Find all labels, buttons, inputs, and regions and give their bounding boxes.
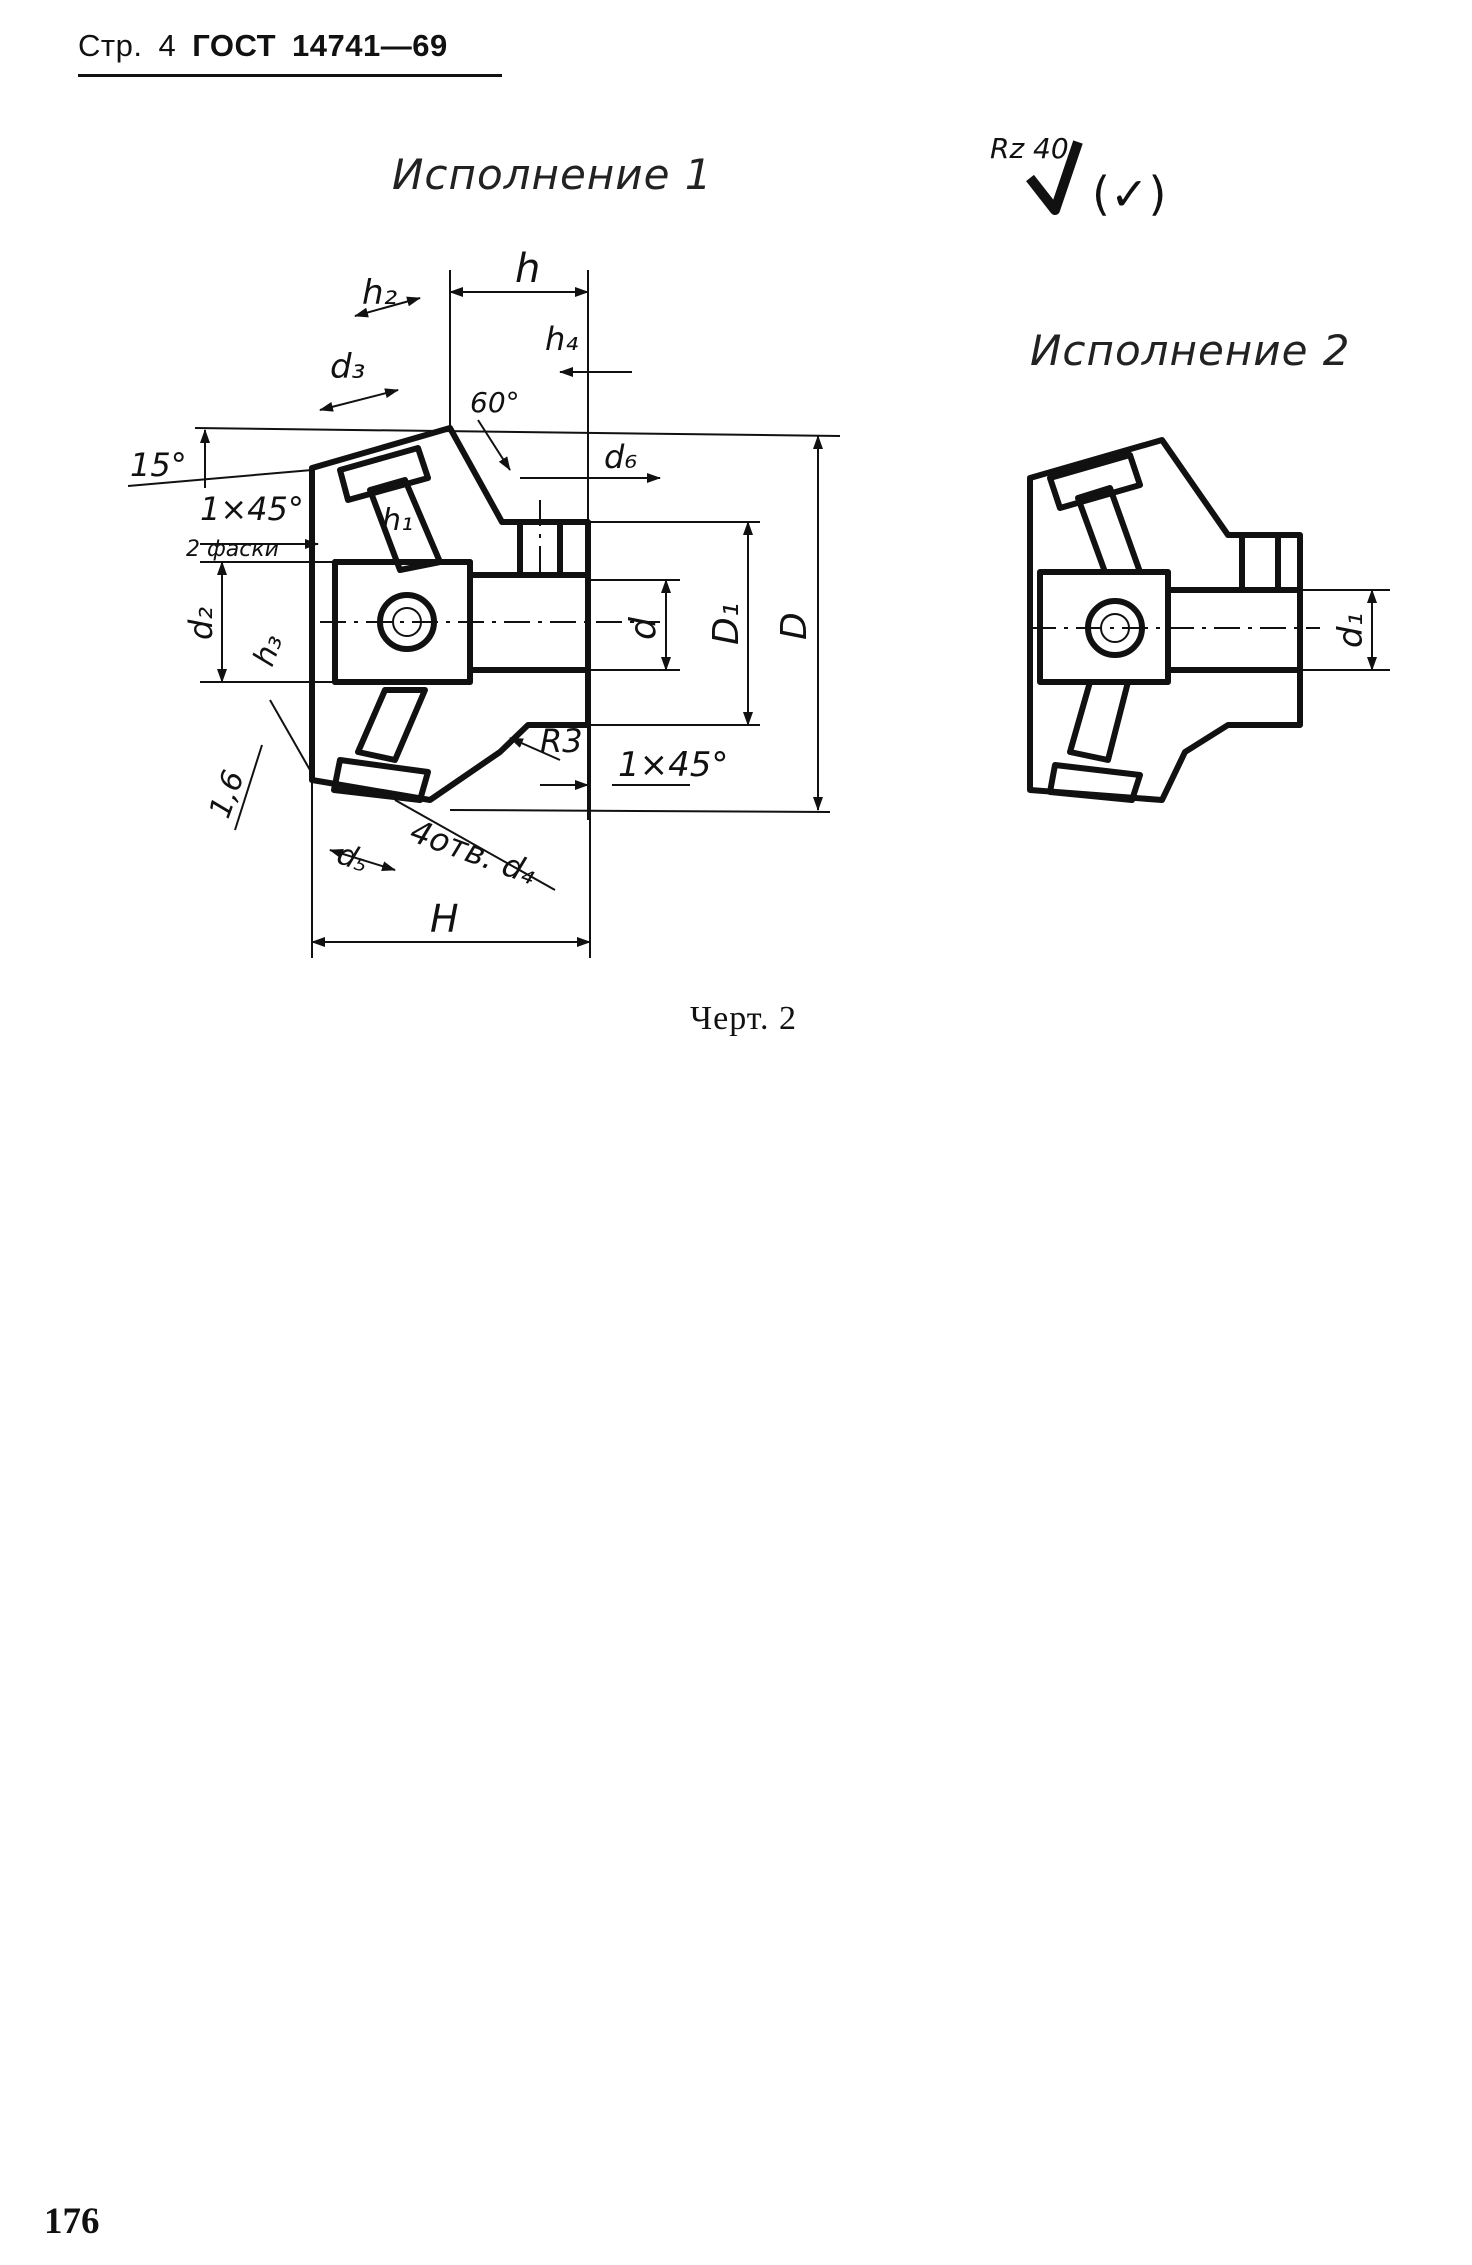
standard-label: ГОСТ: [192, 28, 277, 63]
dim-radius: R3: [540, 722, 583, 760]
lower-plug: [331, 757, 431, 803]
top-hole-2: [1239, 532, 1281, 593]
variant-1-title: Исполнение 1: [392, 150, 713, 199]
dim-holes: 4отв. d₄: [405, 812, 541, 893]
standard-number: 14741—69: [292, 28, 448, 63]
dim-d3: d₃: [330, 347, 365, 387]
dim-h3: h₃: [247, 630, 291, 671]
dim-d2: d₂: [182, 607, 220, 640]
figure-caption: Черт. 2: [690, 1000, 798, 1037]
page-label: Стр.: [78, 28, 143, 63]
variant-1-drawing: h h₂ d₃ h₄ 60° d₆ 15° 1×45° 2 фаски h₁ d…: [127, 246, 841, 958]
roughness-bracket: (✓): [1092, 167, 1166, 221]
lower-inclined-hole-2: [1067, 679, 1131, 763]
roughness-label: Rz 40: [990, 132, 1069, 165]
upper-inclined-hole-2: [1075, 485, 1143, 575]
upper-plug-2: [1047, 452, 1143, 511]
dim-h2: h₂: [362, 273, 398, 313]
page-number: 176: [44, 2201, 100, 2242]
leader-holes: [394, 799, 556, 891]
dim-h4: h₄: [545, 320, 578, 358]
central-bore-2: [1037, 569, 1171, 685]
dim-line-60: [477, 419, 511, 471]
counter-bore-2: [1165, 587, 1303, 673]
dim-d1: d₁: [1331, 613, 1371, 648]
page-header: Стр. 4 ГОСТ 14741—69: [78, 18, 502, 77]
dim-chamfer-2: 1×45°: [618, 745, 728, 785]
dim-d6: d₆: [604, 438, 637, 476]
dim-chamfer-note: 2 фаски: [186, 537, 279, 562]
dim-line-h3: [269, 699, 311, 771]
dim-line-d5: [329, 849, 396, 871]
dim-d: d: [623, 616, 664, 640]
dim-h1: h₁: [382, 503, 413, 538]
dim-line-1-6: [234, 744, 263, 831]
variant-2-drawing: d₁: [1027, 437, 1390, 803]
page-number-header: 4: [158, 28, 177, 63]
dim-D1: D₁: [706, 603, 747, 645]
dim-angle-60: 60°: [470, 386, 520, 419]
extension-line: [194, 427, 841, 437]
upper-plug: [337, 445, 431, 503]
dim-h: h: [515, 246, 540, 292]
dim-line-h2: [354, 296, 421, 318]
lower-inclined-hole: [355, 687, 428, 763]
dim-H: H: [430, 897, 459, 941]
leader-R3: [509, 737, 561, 761]
dim-d5: d₅: [332, 837, 373, 881]
dim-roughness-value: 1,6: [203, 766, 252, 823]
leader-15: [127, 469, 313, 487]
variant-2-title: Исполнение 2: [1030, 326, 1351, 375]
lower-plug-2: [1047, 762, 1143, 803]
extension-line: [449, 809, 831, 813]
dim-D: D: [774, 612, 815, 640]
upper-inclined-hole: [367, 477, 443, 573]
dim-angle-15: 15°: [130, 446, 187, 484]
dim-chamfer-1: 1×45°: [200, 490, 304, 528]
roughness-check-icon: [1026, 140, 1083, 215]
roughness-symbol: Rz 40 (✓): [990, 132, 1166, 221]
dim-line-d3: [319, 388, 399, 412]
